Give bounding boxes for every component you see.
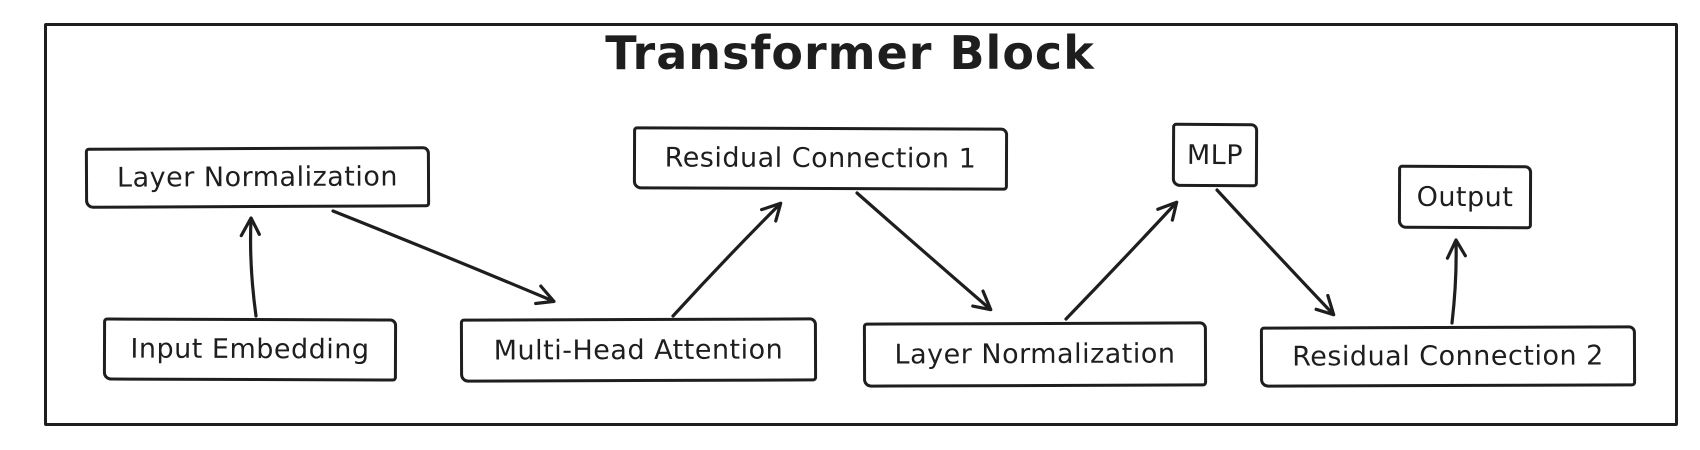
node-residual-connection-2: Residual Connection 2 (1259, 325, 1637, 388)
node-label: Residual Connection 2 (1292, 340, 1604, 373)
node-label: Output (1416, 181, 1514, 213)
node-label: Multi-Head Attention (493, 333, 784, 367)
node-label: Residual Connection 1 (664, 142, 977, 175)
diagram-border (44, 23, 1678, 426)
node-layer-normalization-2: Layer Normalization (862, 321, 1208, 388)
node-input-embedding: Input Embedding (102, 317, 398, 382)
node-label: Layer Normalization (894, 338, 1176, 371)
node-layer-normalization-1: Layer Normalization (84, 146, 431, 209)
node-label: Layer Normalization (116, 161, 399, 194)
node-output: Output (1397, 164, 1533, 230)
node-multi-head-attention: Multi-Head Attention (459, 317, 818, 383)
node-label: MLP (1186, 139, 1244, 171)
node-label: Input Embedding (130, 333, 370, 366)
node-mlp: MLP (1171, 122, 1259, 188)
node-residual-connection-1: Residual Connection 1 (632, 126, 1009, 191)
diagram-title: Transformer Block (605, 26, 1095, 80)
